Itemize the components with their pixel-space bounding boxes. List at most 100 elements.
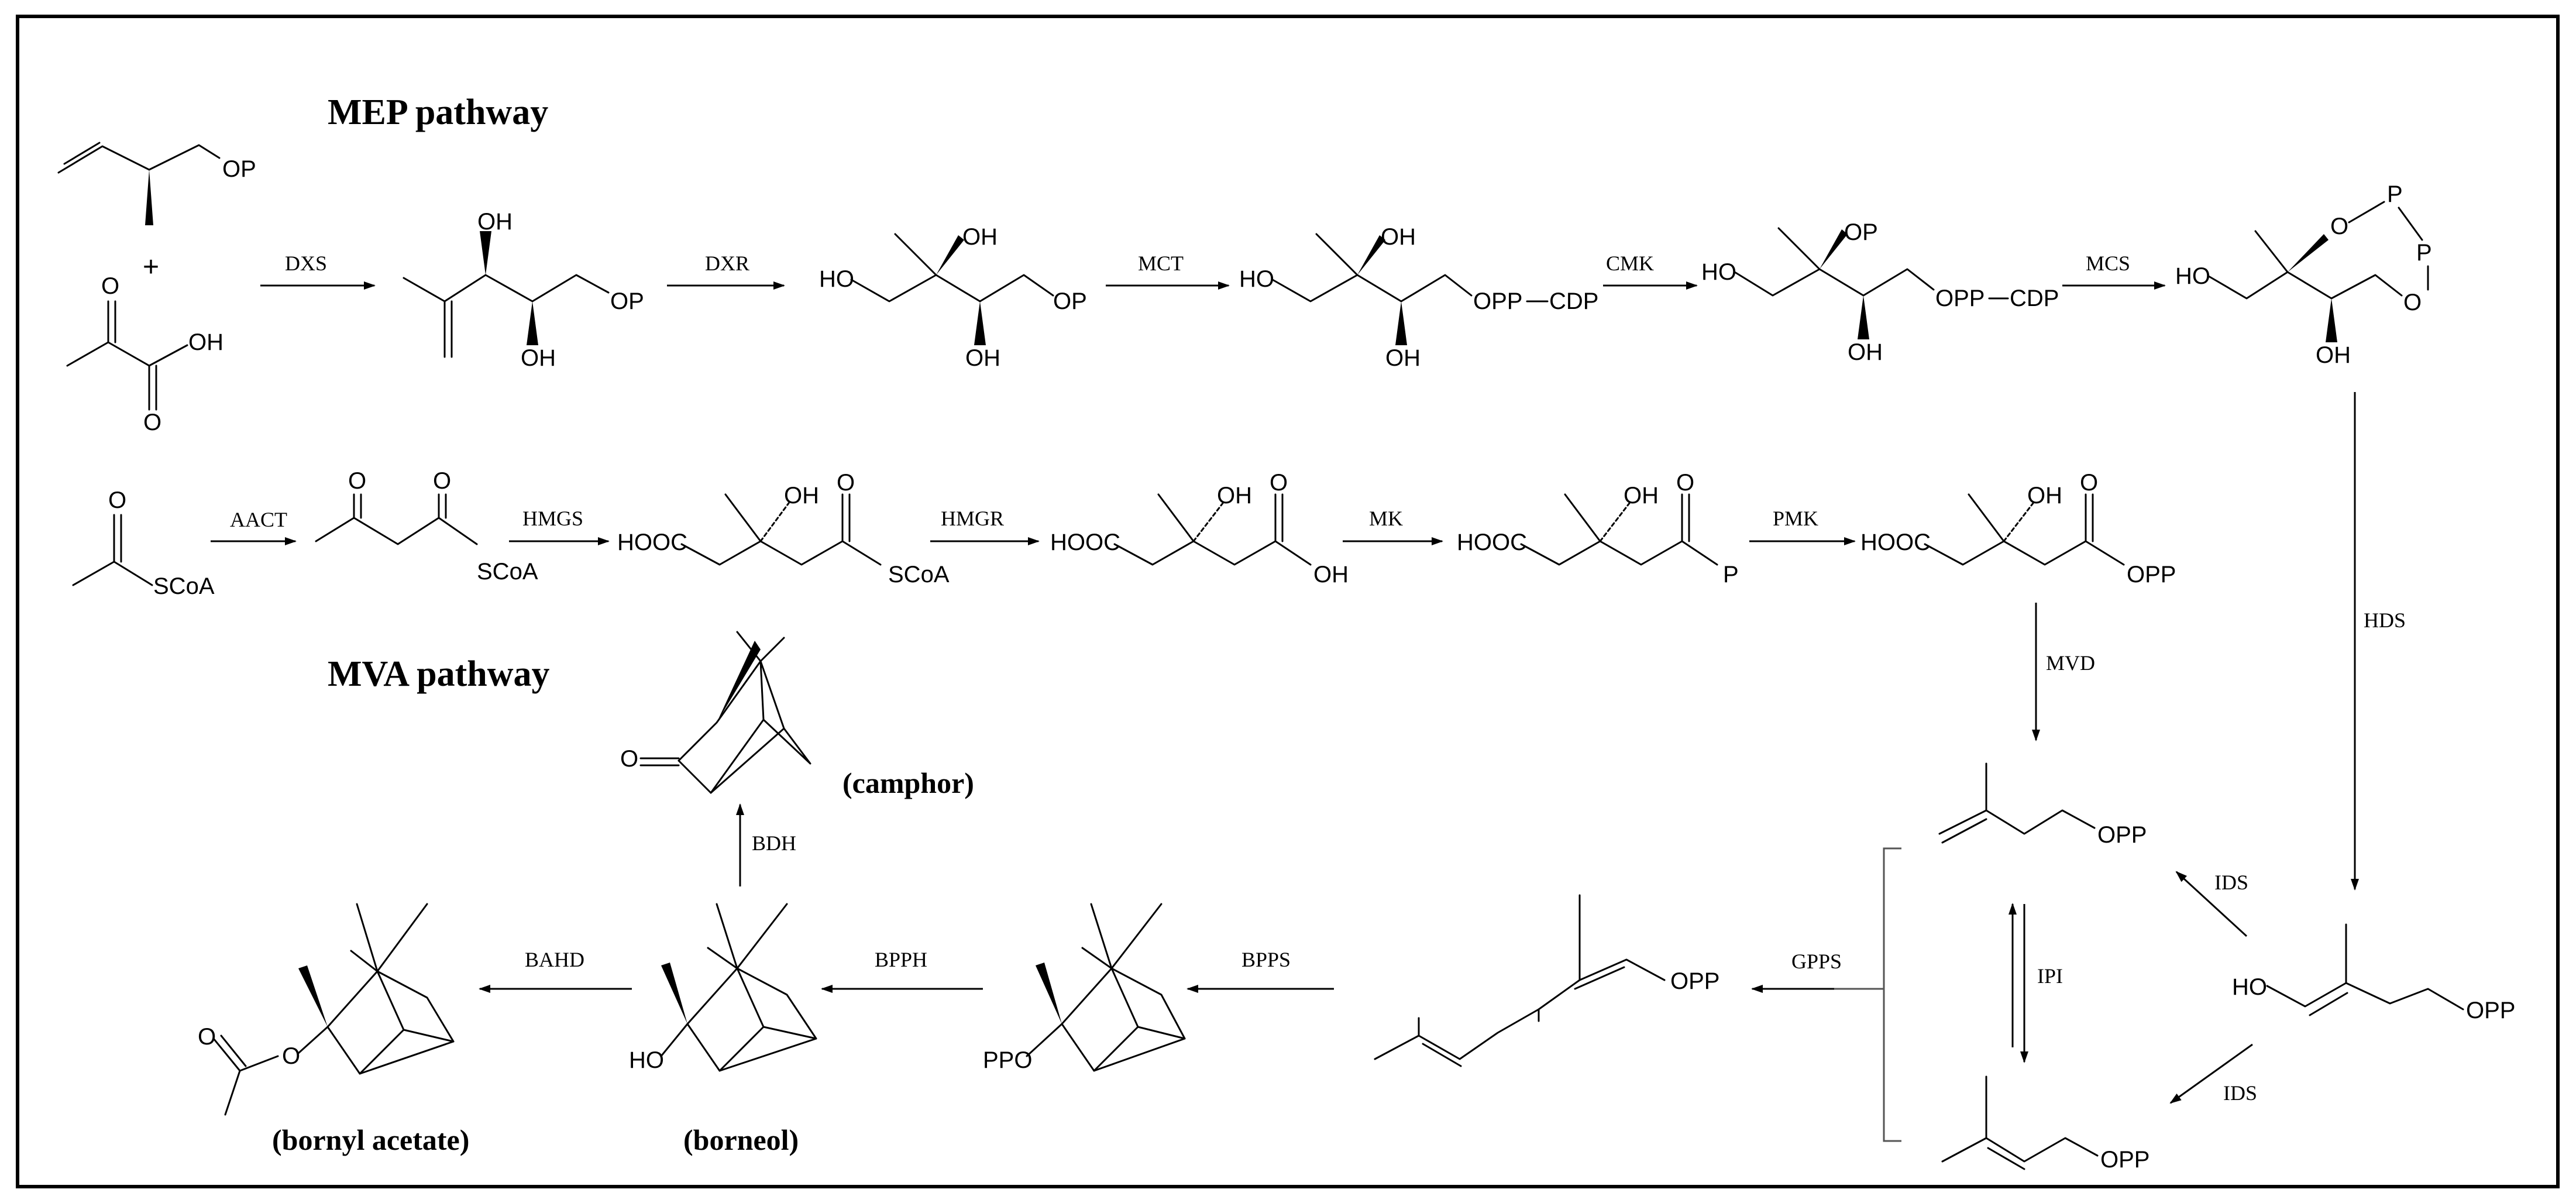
enzyme-label-mcs: MCS [2086,252,2130,275]
wedge-bond [974,301,986,345]
atom-label: P [2387,181,2403,207]
atom-label: SCoA [153,573,215,599]
ipp-structure: OPP [1938,762,2147,848]
borneol-structure: HO [629,903,817,1073]
mecpp-structure: HO O P P O OH [2175,181,2432,368]
enzyme-label-dxr: DXR [705,252,749,275]
atom-label: HO [819,266,854,292]
enzyme-label-pmk: PMK [1773,507,1818,530]
enzyme-label-mk: MK [1369,507,1403,530]
atom-label: OH [188,329,223,355]
compound-name-bornyl-acetate: (bornyl acetate) [272,1123,469,1156]
wedge-bond [1357,235,1385,275]
wedge-bond [1395,301,1407,345]
atom-label: OP [1053,288,1087,314]
wedge-bond [1858,295,1869,339]
enzyme-label-ipi: IPI [2037,964,2063,988]
enzyme-label-ids-upper: IDS [2214,871,2248,894]
atom-label: OH [1385,345,1421,371]
wedge-bond [2288,234,2329,272]
atom-label: HO [2232,974,2267,1000]
enzyme-label-mvd: MVD [2046,651,2095,675]
wedge-bond [298,965,328,1027]
atom-label: OH [1848,339,1883,365]
enzyme-label-aact: AACT [230,508,287,531]
wedge-bond [936,235,964,275]
wedge-bond [145,170,153,225]
diagram-border [16,15,2560,1188]
wedge-bond [2326,298,2337,342]
wedge-bond [661,963,687,1024]
hmg-coa-structure: HOOC OH O SCoA [617,470,950,587]
atom-label: CDP [2010,286,2059,311]
atom-label: P [2416,240,2432,266]
compound-name-borneol: (borneol) [683,1123,799,1156]
atom-label: OPP [1935,286,1985,311]
wedge-bond [717,641,761,723]
enzyme-label-bdh: BDH [752,831,796,855]
atom-label: O [2403,290,2422,315]
atom-label: OH [1217,483,1252,508]
mep-structure: HO OH OH OP [819,224,1087,371]
atom-label: O [108,487,126,513]
atom-label: PPO [983,1047,1032,1073]
atom-label: OPP [2097,822,2147,848]
atom-label: OH [784,483,819,508]
mep-pathway-title: MEP pathway [328,92,548,132]
atom-label: O [282,1043,300,1069]
mevalonate-5-phosphate-structure: HOOC OH O P [1457,470,1739,587]
wedge-bond [1036,963,1062,1024]
reaction-arrow-ids-upper [2175,871,2248,937]
atom-label: OPP [2466,998,2515,1023]
atom-label: OH [1313,562,1349,587]
atom-label: OPP [2127,562,2176,587]
glyceraldehyde-3-phosphate-structure: OP [57,142,256,225]
reaction-arrow-ids-lower [2169,1043,2253,1104]
atom-label: O [2330,214,2348,239]
precursor-bracket [1883,847,1901,1142]
mevalonate-structure: HOOC OH O OH [1050,470,1349,587]
pyruvate-structure: O OH O [66,273,223,435]
atom-label: OPP [1473,288,1522,314]
mva-pathway-title: MVA pathway [328,654,550,694]
atom-label: O [837,470,855,496]
atom-label: OP [222,156,256,182]
atom-label: HO [1701,259,1736,285]
atom-label: O [620,746,638,772]
enzyme-label-mct: MCT [1138,252,1184,275]
atom-label: OH [962,224,998,250]
enzyme-label-gpps: GPPS [1791,950,1842,973]
atom-label: OH [1381,224,1416,250]
atom-label: OH [477,209,513,235]
mevalonate-5-diphosphate-structure: HOOC OH O OPP [1860,470,2176,587]
enzyme-label-hds: HDS [2364,609,2406,632]
wedge-bond [527,301,538,345]
wedge-bond [480,231,491,275]
camphor-structure: O [620,631,811,794]
dxp-structure: OH OH OP [403,209,644,371]
atom-label: O [143,410,161,435]
enzyme-label-cmk: CMK [1606,252,1654,275]
atom-label: SCoA [477,559,538,585]
cdp-mep-structure: HO OP OH OPP CDP [1701,219,2059,365]
atom-label: O [433,468,451,494]
bornyl-diphosphate-structure: PPO [983,903,1186,1073]
atom-label: HO [1239,266,1274,292]
compound-name-camphor: (camphor) [842,767,974,799]
atom-label: OPP [1670,968,1719,994]
atom-label: HO [629,1047,664,1073]
acetoacetyl-coa-structure: O O SCoA [315,468,538,585]
atom-label: P [1723,562,1739,587]
atom-label: HOOC [617,530,687,555]
hmbpp-structure: HO OPP [2232,923,2515,1023]
dmapp-structure: OPP [1941,1075,2149,1173]
atom-label: OP [1844,219,1878,245]
gpp-structure: OPP [1374,894,1719,1067]
atom-label: SCoA [888,562,950,587]
enzyme-label-bpph: BPPH [875,948,927,971]
atom-label: O [1676,470,1694,496]
plus-sign: + [143,252,159,283]
atom-label: OH [521,345,556,371]
enzyme-label-ids-lower: IDS [2223,1081,2257,1105]
atom-label: O [101,273,119,299]
